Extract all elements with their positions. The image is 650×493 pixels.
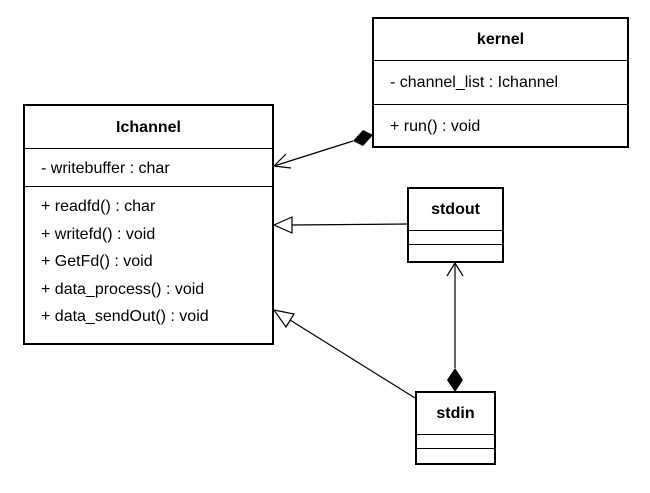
class-name: stdout [409,189,502,231]
operation: + readfd() : char [41,198,156,215]
operation: + data_sendOut() : void [41,308,209,325]
operation: + writefd() : void [41,225,156,243]
composition-stdin-stdout [446,261,464,392]
class-name: kernel [374,19,627,61]
hollow-triangle-icon [272,216,293,234]
operations-compartment [409,245,502,259]
attribute: - channel_list : Ichannel [390,74,559,91]
generalization-stdin-ichannel [272,309,416,399]
filled-diamond-icon [353,130,373,146]
attributes-compartment [417,435,494,449]
class-name: stdin [417,393,494,435]
generalization-stdout-ichannel [272,216,408,234]
class-stdout[interactable]: stdout [407,187,504,263]
filled-diamond-icon [447,368,463,392]
attributes-compartment: - writebuffer : char [25,149,272,187]
operation: + run() : void [390,118,481,135]
attribute: - writebuffer : char [41,160,170,177]
open-arrowhead-icon [272,153,292,169]
attributes-compartment: - channel_list : Ichannel [374,61,627,105]
class-ichannel[interactable]: Ichannel - writebuffer : char + readfd()… [23,104,274,345]
attributes-compartment [409,231,502,245]
operation: + GetFd() : void [41,253,153,270]
operations-compartment: + readfd() : char + writefd() : void + G… [25,187,272,331]
class-stdin[interactable]: stdin [415,391,496,465]
hollow-triangle-icon [272,309,295,329]
operation: + data_process() : void [41,280,205,298]
composition-kernel-ichannel [272,130,373,169]
class-name: Ichannel [25,106,272,149]
open-arrowhead-icon [446,261,464,277]
class-kernel[interactable]: kernel - channel_list : Ichannel + run()… [372,17,629,148]
operations-compartment [417,449,494,463]
operations-compartment: + run() : void [374,105,627,141]
